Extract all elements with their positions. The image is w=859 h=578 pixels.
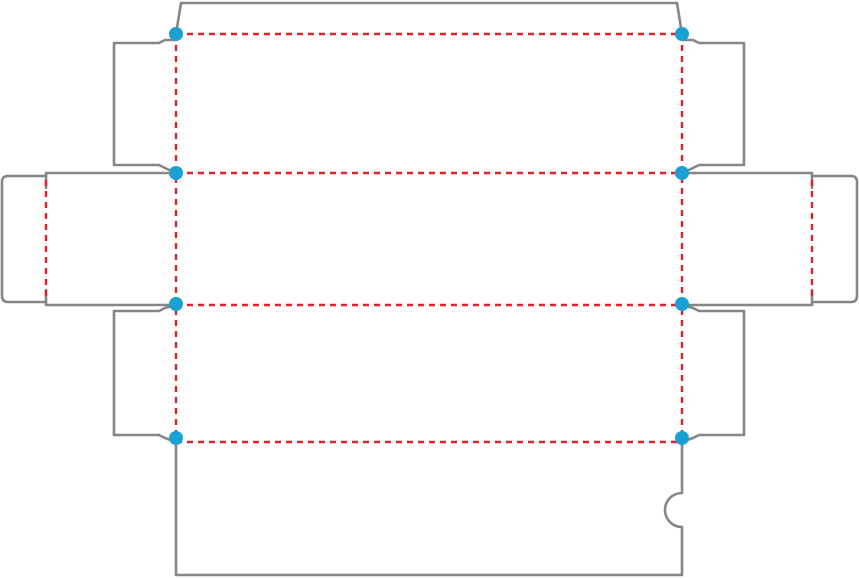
top-tuck-flap-cut [174, 1, 684, 36]
glue-point [675, 166, 689, 180]
right-glue-tab-cut [810, 174, 859, 304]
upper-left-dust-flap-cut [112, 38, 178, 175]
glue-point [675, 297, 689, 311]
lower-left-dust-flap-cut [112, 303, 178, 444]
glue-point [169, 297, 183, 311]
left-side-panel-cut [44, 171, 178, 307]
fold-lines [44, 32, 814, 444]
left-glue-tab-cut [0, 174, 48, 304]
glue-point [169, 431, 183, 445]
glue-point [169, 27, 183, 41]
glue-point [169, 166, 183, 180]
bottom-panel-cut [174, 440, 684, 577]
glue-point [675, 431, 689, 445]
lower-right-dust-flap-cut [680, 303, 746, 444]
upper-right-dust-flap-cut [680, 38, 746, 175]
glue-point [675, 27, 689, 41]
glue-points [169, 27, 689, 445]
right-side-panel-cut [680, 171, 814, 307]
